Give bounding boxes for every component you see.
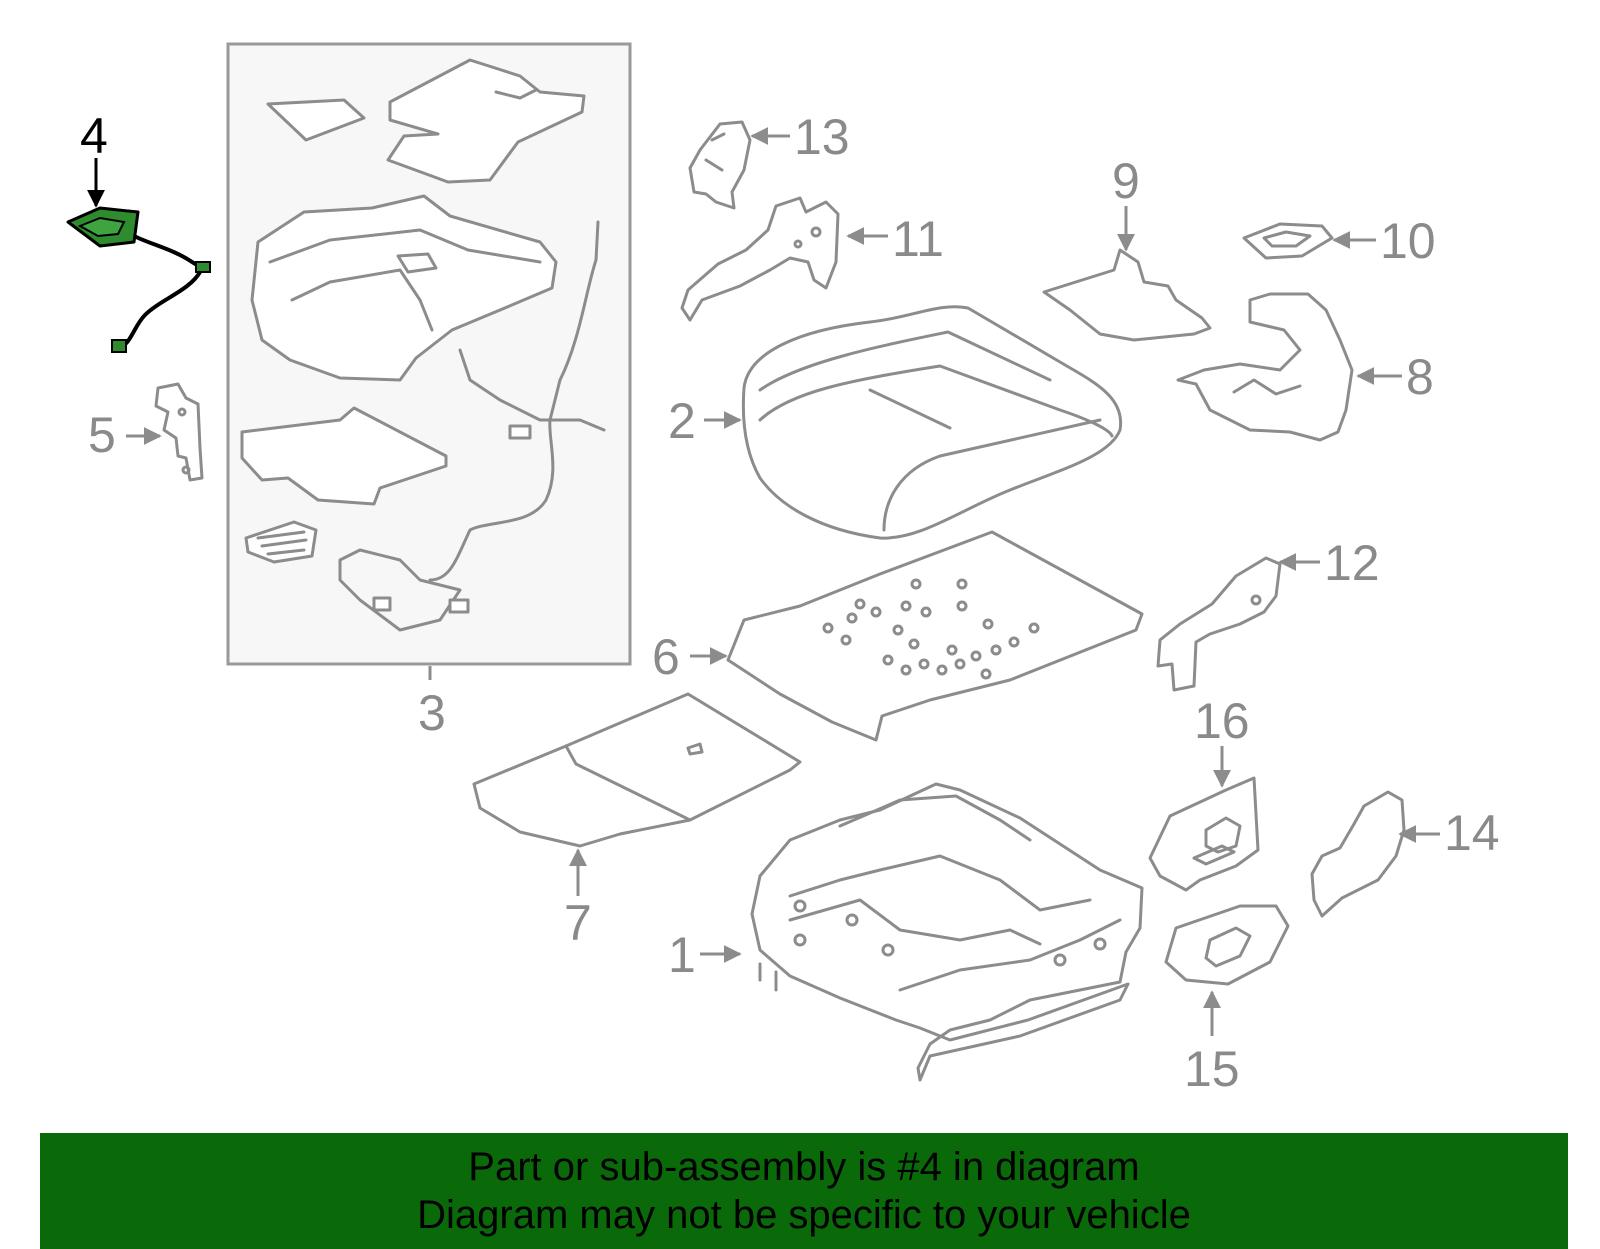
part-3-cushion-assembly[interactable]	[226, 42, 632, 666]
part-12-bracket[interactable]	[1156, 556, 1282, 692]
callout-3: 3	[418, 685, 446, 741]
part-8-side-bolster[interactable]	[1176, 292, 1354, 442]
callout-11: 11	[892, 211, 944, 267]
part-5-bracket[interactable]	[154, 382, 204, 482]
part-10-pad[interactable]	[1242, 222, 1334, 260]
seat-parts-diagram: 4 5 3 13 11	[66, 42, 1500, 1097]
banner-line-1: Part or sub-assembly is #4 in diagram	[468, 1145, 1140, 1189]
info-banner: Part or sub-assembly is #4 in diagram Di…	[40, 1133, 1568, 1249]
callout-12: 12	[1324, 535, 1380, 591]
callout-5: 5	[88, 407, 116, 463]
part-9-panel[interactable]	[1042, 248, 1212, 342]
callout-14: 14	[1444, 805, 1500, 861]
callout-6: 6	[652, 629, 680, 685]
part-2-cushion-cover[interactable]	[741, 305, 1123, 540]
part-4-harness[interactable]	[66, 206, 211, 353]
callout-1: 1	[668, 927, 696, 983]
callout-10: 10	[1380, 213, 1436, 269]
part-6-pad[interactable]	[726, 530, 1144, 742]
callout-2: 2	[668, 393, 696, 449]
part-15-bezel[interactable]	[1164, 904, 1290, 986]
pad-holes	[822, 578, 1040, 680]
banner-line-2: Diagram may not be specific to your vehi…	[417, 1193, 1191, 1237]
part-16-switch[interactable]	[1148, 776, 1260, 892]
callout-15: 15	[1184, 1041, 1240, 1097]
callout-8: 8	[1406, 349, 1434, 405]
part-1-seat-frame[interactable]	[750, 782, 1144, 1082]
callout-9: 9	[1112, 153, 1140, 209]
callout-4: 4	[80, 108, 108, 164]
callout-7: 7	[564, 895, 592, 951]
callout-13: 13	[794, 109, 850, 165]
part-14-cover[interactable]	[1310, 790, 1406, 918]
callout-16: 16	[1194, 693, 1250, 749]
part-13-trim[interactable]	[688, 120, 752, 210]
part-7-heater-mat[interactable]	[472, 692, 802, 848]
part-11-bracket[interactable]	[680, 196, 840, 322]
